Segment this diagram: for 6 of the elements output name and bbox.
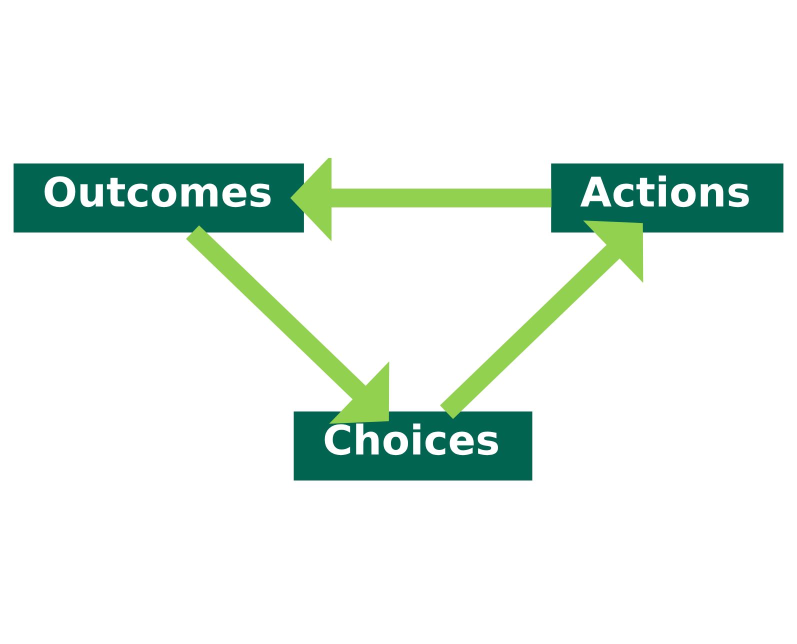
node-box: Outcomes — [14, 164, 304, 233]
arrow — [440, 220, 644, 419]
arrow — [186, 225, 390, 424]
arrow — [290, 158, 552, 242]
node-box: Actions — [551, 164, 784, 233]
node-box: Choices — [294, 411, 532, 480]
